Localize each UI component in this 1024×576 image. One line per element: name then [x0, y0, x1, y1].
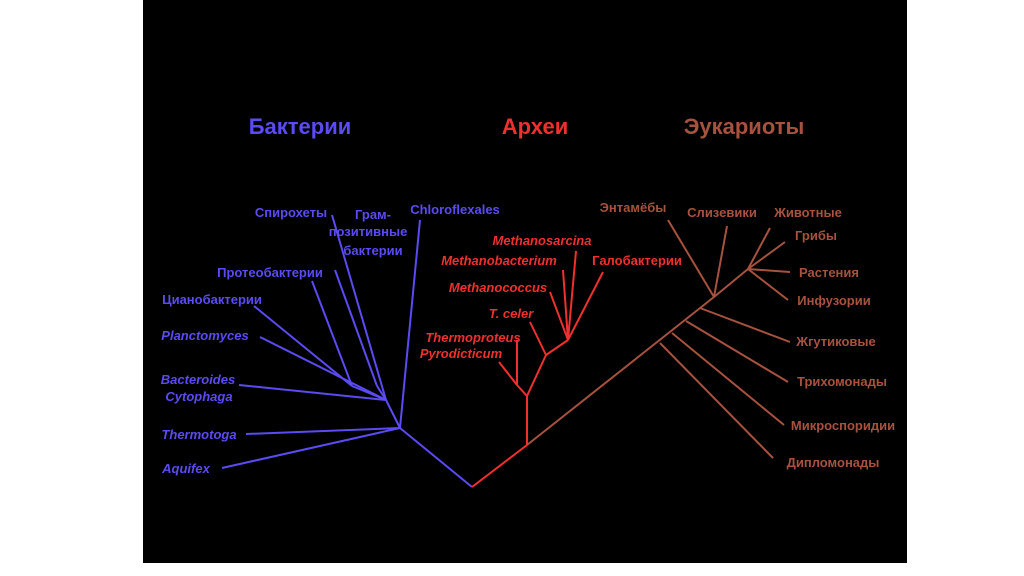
label-entamoebae: Энтамёбы	[600, 200, 667, 215]
label-halobacteria: Галобактерии	[592, 253, 682, 268]
label-microsporidia: Микроспоридии	[791, 418, 895, 433]
label-gram-line3: бактерии	[343, 243, 402, 258]
label-methanobacterium: Methanobacterium	[441, 253, 557, 268]
label-thermoproteus: Thermoproteus	[425, 330, 520, 345]
diagram-background	[143, 0, 907, 563]
label-plants: Растения	[799, 265, 859, 280]
domain-title-archaea: Археи	[502, 114, 568, 139]
label-ciliates: Инфузории	[797, 293, 870, 308]
label-bacteroides: Bacteroides	[161, 372, 235, 387]
label-aquifex: Aquifex	[161, 461, 210, 476]
label-fungi: Грибы	[795, 228, 837, 243]
label-t-celer: T. celer	[489, 306, 535, 321]
label-diplomonads: Дипломонады	[787, 455, 880, 470]
label-methanosarcina: Methanosarcina	[493, 233, 592, 248]
eukaryote-branches	[526, 219, 791, 459]
label-trichomonads: Трихомонады	[797, 374, 887, 389]
bacteria-branches	[221, 214, 473, 488]
label-thermotoga: Thermotoga	[161, 427, 236, 442]
label-cyanobacteria: Цианобактерии	[162, 292, 262, 307]
label-planctomyces: Planctomyces	[161, 328, 248, 343]
label-chloroflexales: Chloroflexales	[410, 202, 500, 217]
archaea-branches	[471, 250, 604, 488]
label-gram-line1: Грам-	[355, 207, 391, 222]
label-flagellates: Жгутиковые	[795, 334, 876, 349]
label-gram-line2: позитивные	[329, 224, 408, 239]
label-cytophaga: Cytophaga	[165, 389, 232, 404]
domain-title-bacteria: Бактерии	[249, 114, 352, 139]
domain-title-eukaryotes: Эукариоты	[684, 114, 805, 139]
label-proteobacteria: Протеобактерии	[217, 265, 323, 280]
label-animals: Животные	[773, 205, 842, 220]
label-pyrodicticum: Pyrodicticum	[420, 346, 503, 361]
label-slime-molds: Слизевики	[687, 205, 757, 220]
label-spirochetes: Спирохеты	[255, 205, 327, 220]
label-methanococcus: Methanococcus	[449, 280, 547, 295]
